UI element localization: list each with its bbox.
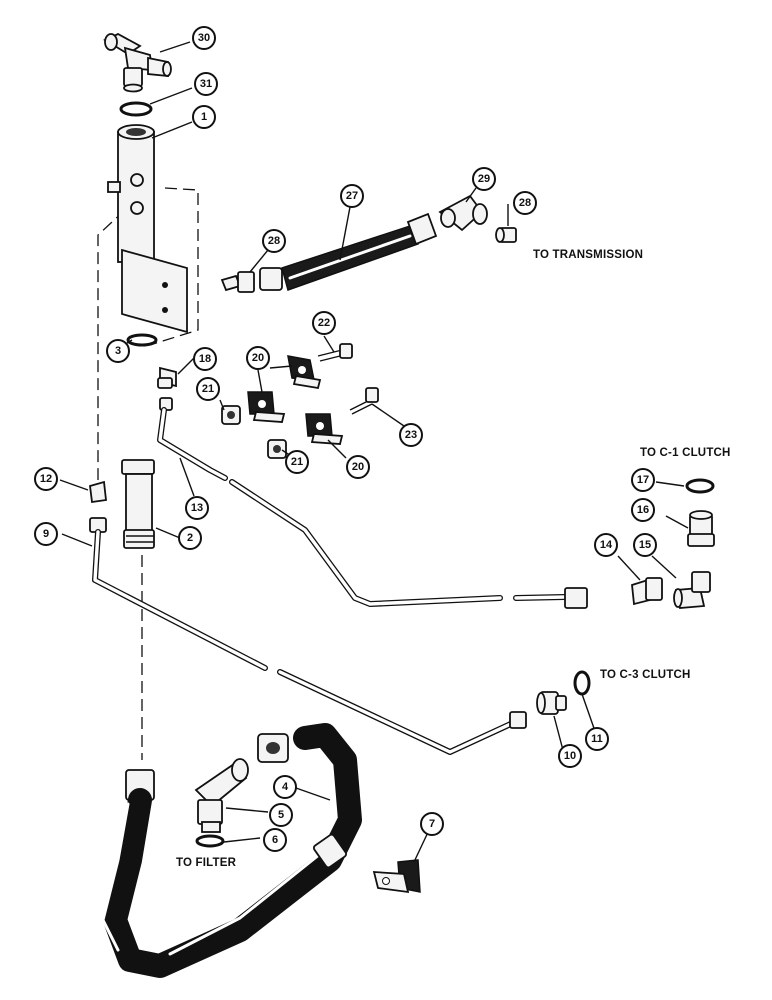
svg-text:28: 28 [519,197,531,209]
o-ring-3 [126,333,158,347]
svg-text:31: 31 [200,78,212,90]
connector-28-left [220,271,255,293]
svg-text:15: 15 [639,539,651,551]
svg-text:3: 3 [115,345,121,357]
svg-text:27: 27 [346,190,358,202]
hose-4 [101,723,362,978]
tube-9 [89,517,527,755]
svg-text:10: 10 [564,750,576,762]
svg-text:28: 28 [268,235,280,247]
fitting-18 [157,366,177,389]
callout-7: 7 [420,812,444,836]
svg-text:17: 17 [637,474,649,486]
svg-text:29: 29 [478,173,490,185]
callout-3: 3 [106,339,130,363]
callout-9: 9 [34,522,58,546]
callout-27: 27 [340,184,364,208]
svg-text:21: 21 [291,456,303,468]
connector-28-right [495,227,517,243]
spacer-21-lower [267,439,287,459]
callout-23: 23 [399,423,423,447]
elbow-29 [438,194,488,232]
clamp-7 [372,859,421,894]
callout-21-lower: 21 [285,450,309,474]
bolt-22 [317,343,353,362]
fitting-12 [89,480,107,504]
svg-text:22: 22 [318,317,330,329]
valve-2 [121,459,155,549]
o-ring-6 [195,834,225,848]
fitting-16 [687,510,715,547]
callout-11: 11 [585,727,609,751]
svg-text:14: 14 [600,539,613,551]
svg-text:23: 23 [405,429,417,441]
elbow-15 [673,571,711,609]
label-to-filter: TO FILTER [176,857,237,869]
svg-text:12: 12 [40,473,52,485]
svg-text:11: 11 [591,733,603,745]
clamp-20-lower [305,413,344,445]
callout-28-right: 28 [513,191,537,215]
callout-15: 15 [633,533,657,557]
callout-22: 22 [312,311,336,335]
callout-21-upper: 21 [196,377,220,401]
svg-text:2: 2 [187,532,193,544]
callout-20-top: 20 [246,346,270,370]
label-to-c3-clutch: TO C-3 CLUTCH [600,669,691,681]
svg-text:9: 9 [43,528,49,540]
spacer-21-upper [221,405,241,425]
callout-20-lower: 20 [346,455,370,479]
callout-2: 2 [178,526,202,550]
elbow-5 [194,758,249,833]
svg-text:4: 4 [282,781,289,793]
clamp-20-middle [247,391,286,423]
bolt-23 [349,387,379,415]
fitting-14 [631,577,663,606]
label-to-c1-clutch: TO C-1 CLUTCH [640,447,731,459]
svg-text:5: 5 [278,809,284,821]
tee-fitting-30 [103,32,172,93]
svg-text:16: 16 [637,504,649,516]
svg-text:20: 20 [352,461,364,473]
callout-18: 18 [193,347,217,371]
hose-27 [259,212,438,291]
callout-31: 31 [194,72,218,96]
manifold-1 [107,124,188,334]
callout-16: 16 [631,498,655,522]
callout-30: 30 [192,26,216,50]
svg-text:20: 20 [252,352,264,364]
callout-29: 29 [472,167,496,191]
o-ring-17 [685,478,715,494]
callout-5: 5 [269,803,293,827]
o-ring-11 [573,670,591,696]
callout-13: 13 [185,496,209,520]
svg-text:7: 7 [429,818,435,830]
o-ring-31 [119,101,153,117]
callout-6: 6 [263,828,287,852]
callout-12: 12 [34,467,58,491]
callout-28-left: 28 [262,229,286,253]
callout-1: 1 [192,105,216,129]
tube-13 [157,397,588,609]
svg-text:30: 30 [198,32,210,44]
clamp-20-top [287,355,322,390]
callout-14: 14 [594,533,618,557]
svg-text:6: 6 [272,834,278,846]
callout-10: 10 [558,744,582,768]
callout-4: 4 [273,775,297,799]
svg-text:1: 1 [201,111,207,123]
fitting-10 [536,691,567,715]
callout-17: 17 [631,468,655,492]
svg-text:13: 13 [191,502,203,514]
svg-text:21: 21 [202,383,214,395]
label-to-transmission: TO TRANSMISSION [533,249,643,261]
svg-text:18: 18 [199,353,211,365]
